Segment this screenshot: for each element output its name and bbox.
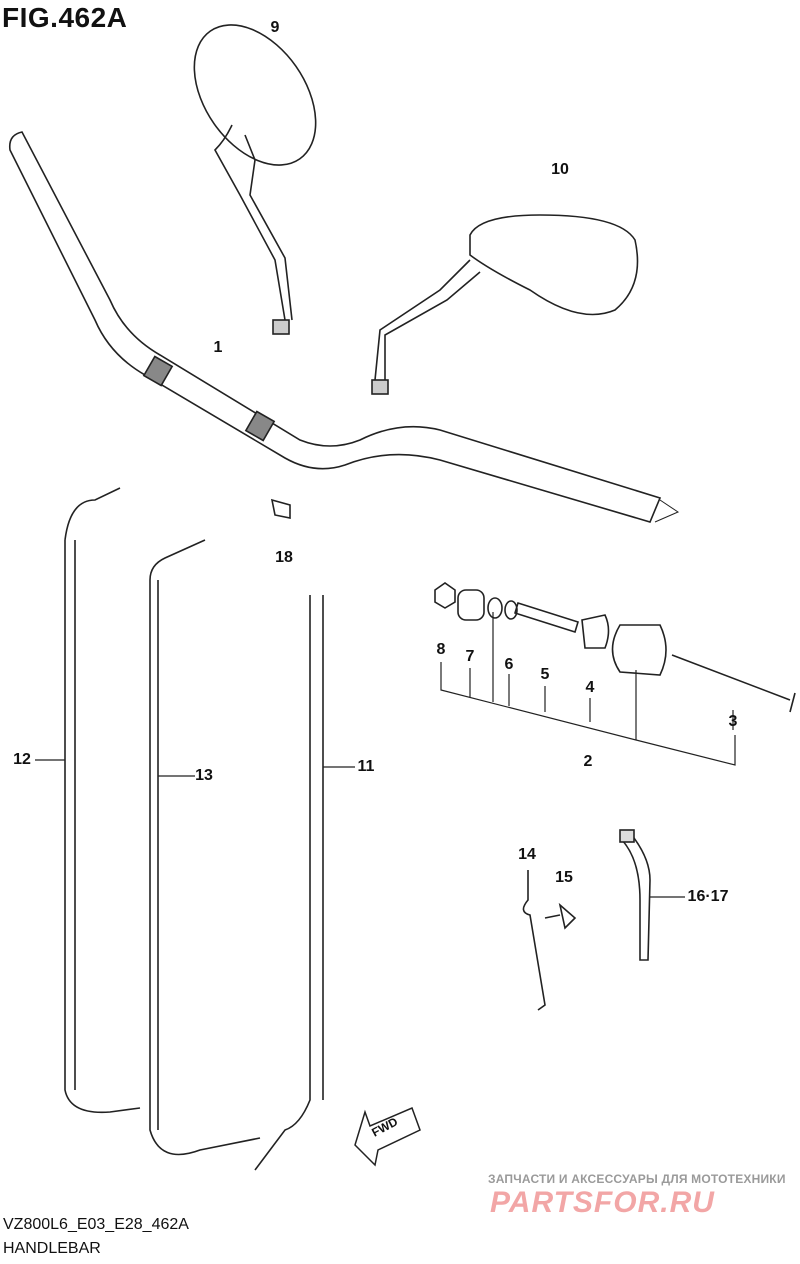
forward-arrow-icon [354,1106,421,1167]
figure-title: FIG.462A [2,2,128,33]
callout-14: 14 [518,846,536,863]
callout-6: 6 [504,656,514,673]
mirror-left-part [193,24,317,166]
callout-7: 7 [465,648,475,665]
callout-15: 15 [555,869,573,886]
balancer-4 [581,614,610,649]
callout-11: 11 [357,758,375,775]
callout-5: 5 [540,666,550,683]
callout-12: 12 [13,751,31,768]
watermark-brand: PARTSFOR.RU [490,1186,715,1219]
model-code: VZ800L6_E03_E28_462A [3,1216,189,1233]
section-name: HANDLEBAR [3,1240,101,1257]
mirror-right-part [469,214,639,316]
callout-1: 1 [213,339,223,356]
handlebar-knurl [142,355,174,387]
spacer-5 [514,601,579,634]
callout-2: 2 [583,753,593,770]
washer-6 [487,597,503,619]
nut-8 [434,582,456,609]
screw-3 [671,654,796,713]
cable-12 [64,487,141,1114]
callout-3: 3 [728,713,738,730]
handlebar-knurl [244,410,276,442]
callout-10: 10 [551,161,569,178]
watermark-tagline: ЗАПЧАСТИ И АКСЕССУАРЫ ДЛЯ МОТОТЕХНИКИ [488,1172,786,1186]
balancer-7 [457,589,485,621]
callout-9: 9 [270,19,280,36]
callout-13: 13 [195,767,213,784]
balancer-weight [611,624,667,676]
callout-16-17: 16·17 [687,888,729,905]
callout-18: 18 [275,549,293,566]
callout-8: 8 [436,641,446,658]
handlebar-part [8,131,662,523]
callout-4: 4 [585,679,595,696]
